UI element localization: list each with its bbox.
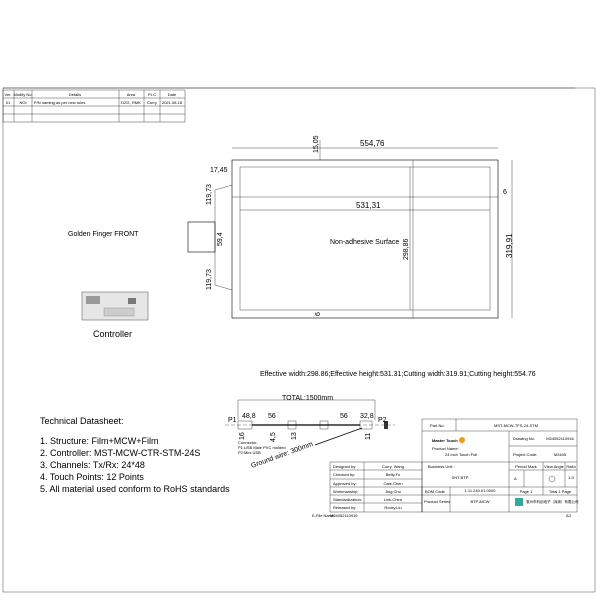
connector-note: Connector: [238, 440, 258, 445]
touch-foil-outline: 554,76 15,05 17,45 119,73 119,73 6 531,3… [68, 135, 514, 319]
dim-total-length: 554,76 [360, 139, 385, 148]
sig-name: Jing.Chu [385, 489, 401, 494]
connector-note: P1:USB Male PVC molded [238, 445, 286, 450]
dim-eff-width: 531,31 [356, 201, 381, 210]
cell-area: DZG, RMK [121, 100, 141, 105]
page-number: Page 1 [520, 489, 533, 494]
company-name: 惠州市科创电子（深圳）有限公司 [526, 499, 579, 504]
sheet-size: A3 [566, 513, 572, 518]
golden-finger-tail [187, 221, 216, 253]
drawing-frame [2, 87, 596, 593]
dim-d4: 32,8 [360, 413, 374, 420]
controller-label: Controller [93, 329, 132, 339]
header-area: Area [127, 92, 136, 97]
period-mark: A [514, 476, 517, 481]
connector-p2: P2 [378, 417, 387, 424]
efile-name: M24052110916 [330, 513, 358, 518]
ratio-label: Ratio [566, 464, 576, 469]
header-ver: Ver. [5, 92, 12, 97]
golden-finger-label: Golden Finger FRONT [68, 231, 139, 238]
dim-cut-height: 319,91 [505, 233, 514, 258]
sig-label: Checked by: [333, 472, 355, 477]
ratio: 1:3 [568, 475, 574, 480]
business-unit: SNT-BTP [452, 475, 469, 480]
sig-label: Workmanship: [333, 489, 359, 494]
dim-finger-width: 59,4 [217, 232, 224, 246]
cable-total: TOTAL:1500mm [282, 395, 333, 402]
sig-label: Designed by: [333, 464, 356, 469]
dim-right-margin: 6 [503, 189, 507, 196]
header-modify: Modify No. [13, 92, 32, 97]
dim-bottom-margin: 6 [315, 312, 322, 316]
dim-d6: 4,5 [270, 432, 277, 442]
datasheet-item: 4. Touch Points: 12 Points [40, 472, 144, 482]
cell-details: P/N naming as per new rules [34, 100, 85, 105]
revision-table: Ver. Modify No. Details Area P.I.C Date … [2, 89, 186, 123]
header-details: Details [69, 92, 81, 97]
cable-drawing: TOTAL:1500mm P1 P2 48,8 56 56 32,8 16 4,… [225, 395, 395, 470]
company-logo [515, 498, 523, 506]
total-pages: Total 1 Page [549, 489, 572, 494]
header-pic: P.I.C [148, 92, 156, 97]
controller-image: Controller [81, 291, 149, 339]
product-name-label: Product Name: [432, 446, 459, 451]
bom-code-label: BOM Code [425, 489, 446, 494]
dim-d8: 11 [365, 433, 372, 440]
sig-name: Betty.Fu [386, 472, 401, 477]
view-angle-label: View Angle [544, 464, 564, 469]
dim-d7: 13 [291, 432, 298, 440]
cell-modify: NOI [19, 100, 26, 105]
drawing-no: M24052110916 [546, 436, 574, 441]
dim-tail-upper: 119,73 [206, 184, 213, 205]
datasheet-item: 3. Channels: Tx/Rx: 24*48 [40, 460, 145, 470]
sig-label: Released by: [333, 505, 356, 510]
datasheet-title: Technical Datasheet: [40, 416, 124, 426]
dim-eff-height: 298,86 [403, 238, 410, 260]
sig-name: Cate.Chen [383, 481, 402, 486]
view-angle-symbol [548, 475, 556, 483]
sig-name: Rocky.Liu [384, 505, 401, 510]
dimension-summary: Effective width:298.86;Effective height:… [260, 371, 536, 378]
header-date: Date [168, 92, 177, 97]
product-series: BTP-MCW [470, 499, 489, 504]
dim-tail-lower: 119,73 [206, 269, 213, 290]
dim-d2: 56 [268, 413, 276, 420]
sig-label: Standardization: [333, 497, 362, 502]
datasheet-item: 2. Controller: MST-MCW-CTR-STM-24S [40, 448, 200, 458]
dim-d1: 48,8 [242, 413, 256, 420]
dim-tail-offset: 15,05 [313, 135, 320, 153]
sig-name: Link.Chen [384, 497, 402, 502]
project-code: M2405 [554, 452, 567, 457]
cell-pic: Curry [147, 100, 157, 105]
part-no-label: Part No. [430, 423, 445, 428]
technical-datasheet: Technical Datasheet: 1. Structure: Film+… [40, 416, 230, 494]
cell-ver: 01 [6, 100, 11, 105]
signature-rows: Designed by: Curry. Wang Checked by: Bet… [333, 464, 404, 510]
surface-label: Non-adhesive Surface [330, 239, 399, 246]
title-block: Part No. MST-MCW-TFS-24-STM Master Touch… [312, 418, 579, 518]
sig-label: Approved by: [333, 481, 357, 486]
datasheet-item: 5. All material used conform to RoHS sta… [40, 484, 230, 494]
product-name: 24 inch Touch Foil [445, 452, 477, 457]
connector-note: P2:Mini USB [238, 450, 261, 455]
dim-d5: 16 [239, 432, 246, 440]
product-series-label: Product Series [424, 499, 450, 504]
sig-name: Curry. Wang [382, 464, 404, 469]
drawing-no-label: Drawing No. [513, 436, 535, 441]
efile-label: E-File Name: [312, 513, 335, 518]
bom-code: 1.11.240.01.0000 [465, 488, 497, 493]
project-code-label: Project Code: [513, 452, 537, 457]
connector-p1: P1 [228, 417, 237, 424]
business-unit-label: Business Unit : [428, 464, 455, 469]
period-mark-label: Period Mark [515, 464, 537, 469]
brand-logo: Master Touch [432, 438, 458, 443]
datasheet-item: 1. Structure: Film+MCW+Film [40, 436, 159, 446]
cell-date: 2021.08.18 [162, 100, 183, 105]
dim-d3: 56 [340, 413, 348, 420]
dim-top-margin: 17,45 [210, 167, 228, 174]
part-no: MST-MCW-TFS-24-STM [494, 423, 538, 428]
